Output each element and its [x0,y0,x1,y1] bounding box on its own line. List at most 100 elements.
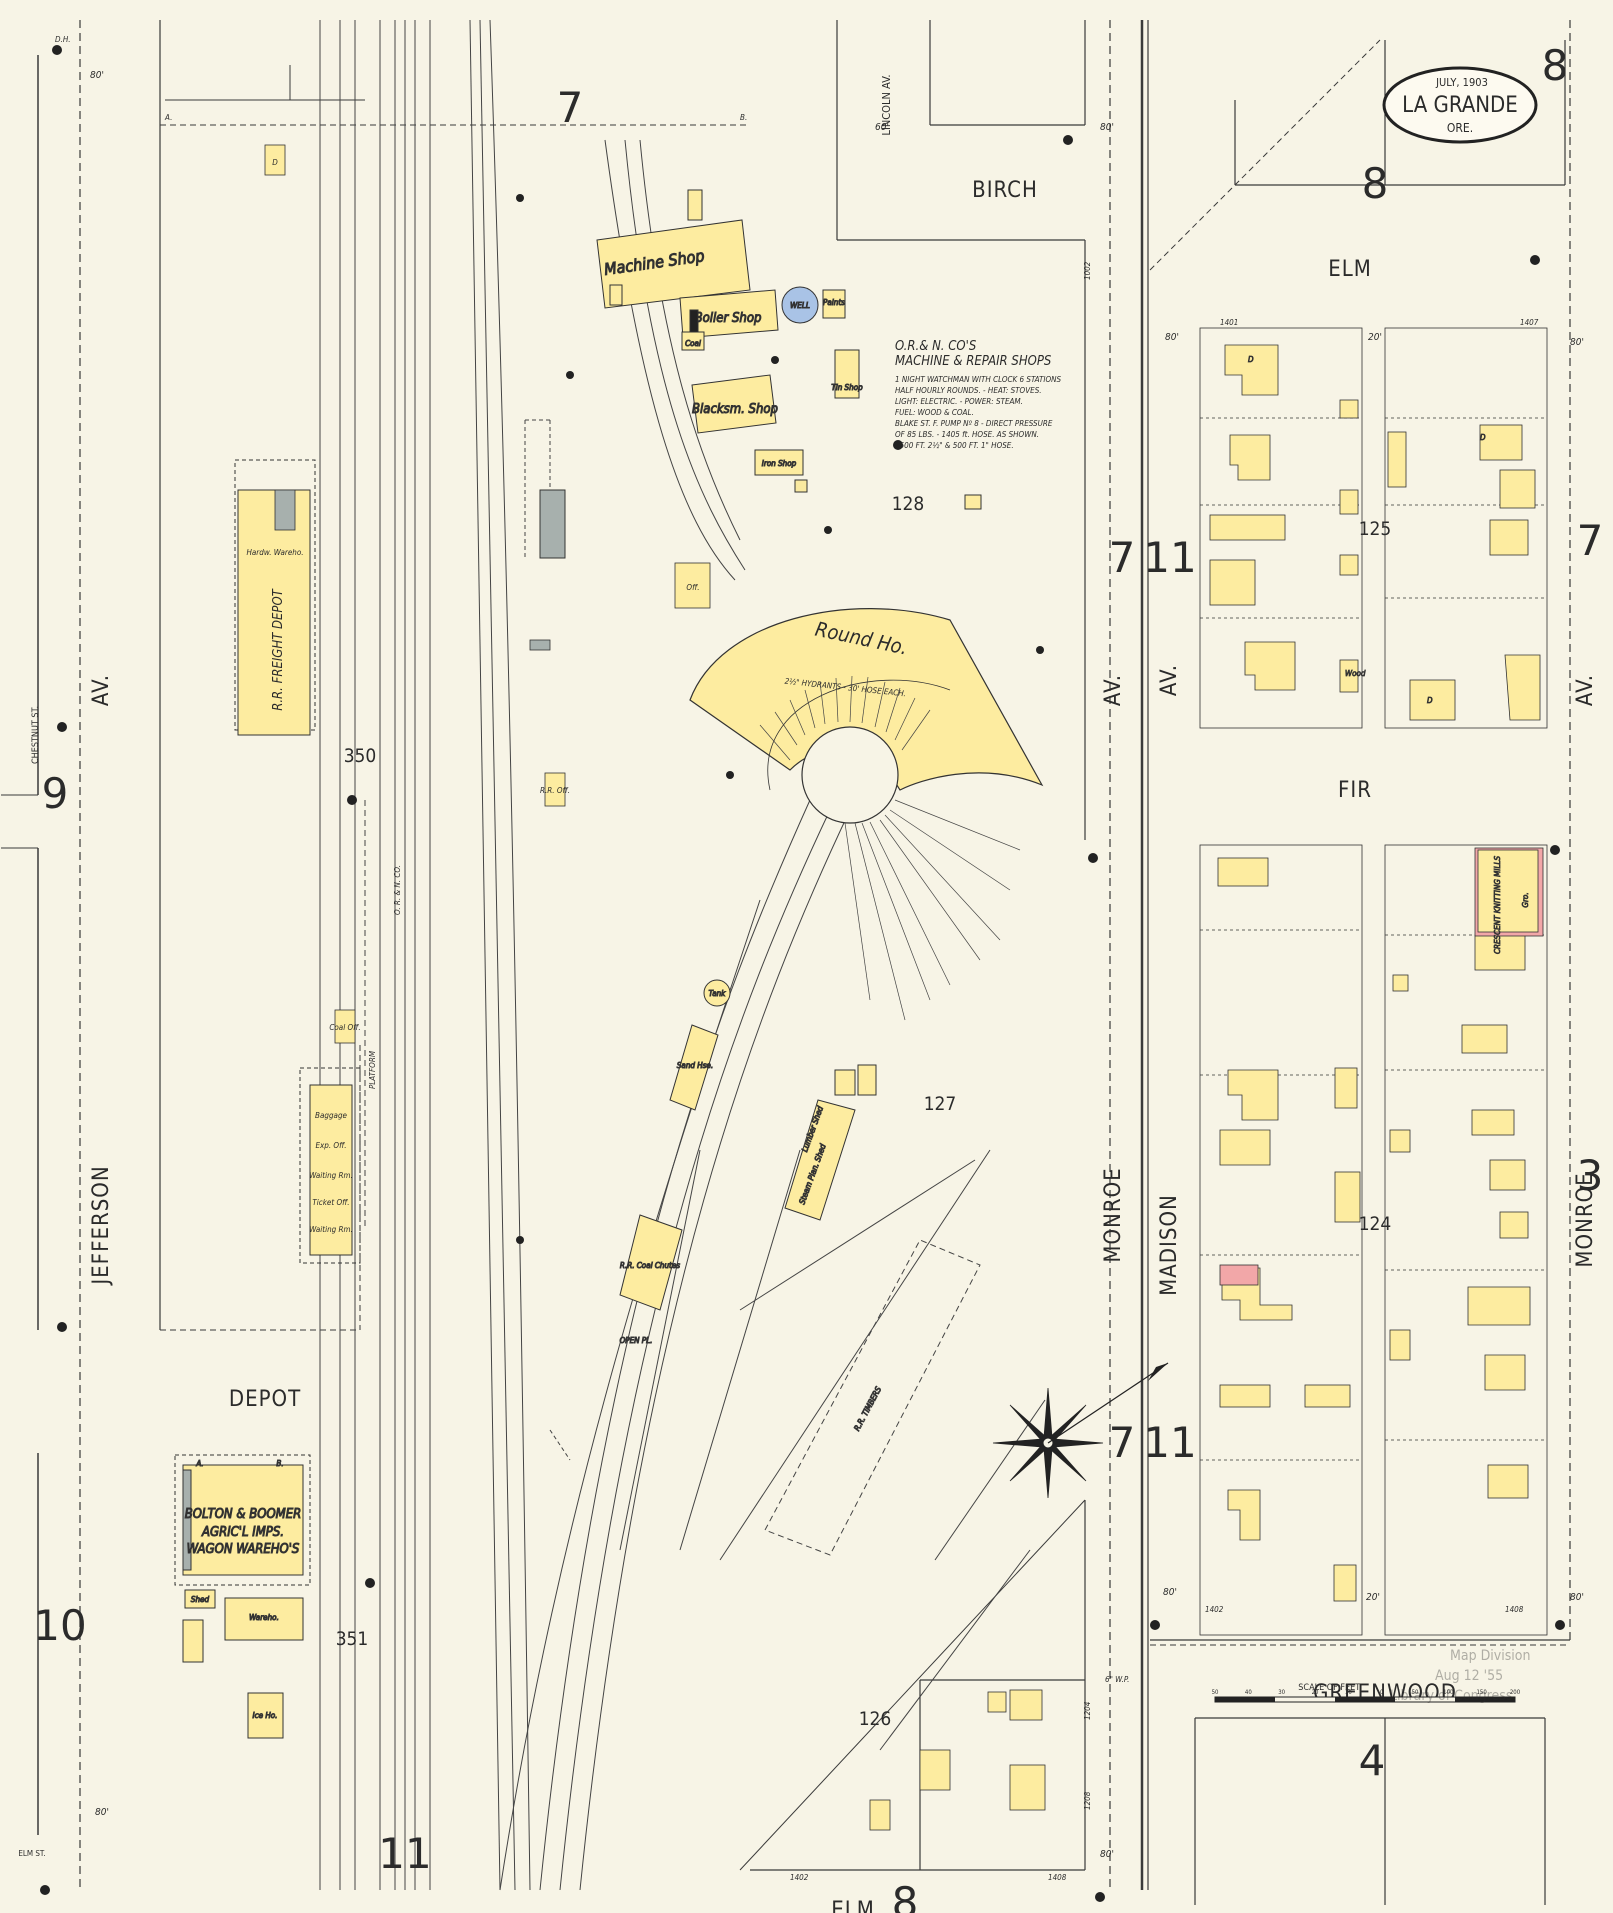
ticket-off-label: Ticket Off. [312,1198,349,1207]
adjoining-sheet-mid-upper-b: 11 [1143,533,1196,582]
lumber-annex [857,1064,877,1096]
paint-shop-label: Paints [823,298,845,307]
boiler-stack-icon [689,309,699,333]
hydrant-icon [1088,853,1098,863]
address-label: 1402 [1205,1605,1224,1614]
waiting-room-label: Waiting Rm. [309,1171,353,1180]
hydrant-icon [1555,1620,1565,1630]
shed-label: Shed [191,1595,210,1604]
exp-off-label: Exp. Off. [315,1141,346,1150]
street-jefferson-av: AV. [89,674,114,706]
scale-tick-label: 30 [1278,1689,1285,1696]
street-monroe-right-av: AV. [1573,674,1598,706]
small-outbuilding-2 [964,494,982,510]
machine-shop-complex: Machine Shop Boiler Shop Coal WELL Paint… [596,189,982,510]
iron-shop-label: Iron Shop [762,459,797,468]
platform-label: PLATFORM [368,1050,377,1089]
stone-shed [529,639,551,651]
street-lines [1,20,1571,1905]
scale-tick-label: 50 [1412,1689,1419,1696]
company-note-line-7: 1500 FT. 2½" & 500 FT. 1" HOSE. [895,441,1014,450]
yard-office [674,562,711,609]
address-label: 1402 [790,1873,809,1882]
rr-office [544,772,566,807]
lumber-office [834,1069,856,1096]
bolton-annex [182,1619,204,1663]
freight-depot-stone-section [274,489,296,531]
water-main-label: 6" W.P. [1105,1675,1129,1684]
turntable [801,726,899,824]
company-note-line-6: OF 85 LBS. - 1405 ft. HOSE. AS SHOWN. [895,430,1039,439]
stamp-line-2: Aug 12 '55 [1435,1668,1503,1684]
street-birch: BIRCH [972,178,1038,203]
b-mark-top: B. [740,113,747,122]
hydrant-icon [1036,646,1044,654]
machine-shop-annex [609,284,623,306]
hydrant-icon [1063,135,1073,145]
block-126-buildings [869,1689,1046,1831]
knitting-mills-label: CRESCENT KNITTING MILLS [1493,856,1502,955]
residential-block-125: D D D Wood [1199,327,1548,729]
scale-tick-label: 50 [1212,1689,1219,1696]
map-city: LA GRANDE [1402,93,1518,118]
open-platform-label: OPEN PL. [620,1336,653,1345]
adjoining-sheet-mid-lower-b: 11 [1143,1418,1196,1467]
shed-building [184,1589,216,1609]
hydrant-icon [365,1578,375,1588]
street-monroe-av: AV. [1101,674,1126,706]
block-128: 128 [892,493,925,515]
water-well-icon [781,286,819,324]
lumber-shed-building [784,1099,856,1221]
scale-tick-label: 0 [1380,1689,1384,1696]
width-label: 80' [1570,1592,1584,1603]
distance-labels: D.H. 80' 60' 80' 80' 20' 80' 80' 20' 80'… [55,35,1584,1882]
well-label: WELL [790,301,810,310]
block-350: 350 [344,745,377,767]
hydrant-icon [771,356,779,364]
passenger-depot: Baggage Exp. Off. Waiting Rm. Ticket Off… [299,562,711,1264]
scale-tick-label: 200 [1510,1689,1521,1696]
hydrant-icon [1150,1620,1160,1630]
b-mark-lower: B. [276,1459,283,1468]
street-monroe-right: MONROE [1573,1172,1598,1267]
dh-label: D.H. [55,35,71,44]
title-cartouche [1382,66,1538,144]
address-label: 1407 [1520,318,1539,327]
street-monroe: MONROE [1101,1167,1126,1262]
blacksmith-shop-label: Blacksm. Shop [692,402,778,417]
company-note-line-4: FUEL: WOOD & COAL. [895,408,974,417]
address-label: 1408 [1505,1605,1524,1614]
compass-rose [992,1362,1169,1499]
address-label: 1401 [1220,318,1238,327]
hydrant-icon [52,45,62,55]
freight-depot: R.R. FREIGHT DEPOT Hardw. Wareho. [234,459,316,736]
hydrant-markers [40,45,1565,1902]
water-tank-label: Tank [709,989,727,998]
sheet-number: 8 [1542,41,1569,90]
block-124: 124 [1359,1213,1392,1235]
coal-shed [681,331,705,351]
scale-tick-label: 100 [1443,1689,1454,1696]
track-owner-label: O. R. & N. CO. [393,865,402,915]
wareho-label: Wareho. [249,1613,279,1622]
map-date: JULY, 1903 [1435,76,1488,89]
width-label: 60' [875,122,889,133]
adjoining-sheet-right-bottom: 4 [1359,1736,1386,1785]
hydrant-icon [824,526,832,534]
width-label: 80' [95,1807,109,1818]
adjoining-sheet-right-top: 7 [1577,516,1604,565]
adjoining-sheet-left-top: 9 [42,769,69,818]
adjoining-sheet-birch: 8 [1362,159,1389,208]
ice-house-building [247,1692,284,1739]
machine-shop-stack [687,189,703,221]
address-label: 1208 [1083,1791,1092,1810]
scale-label: SCALE OF FEET. [1298,1683,1361,1693]
iron-shop-building [754,449,804,476]
company-note-line-1: 1 NIGHT WATCHMAN WITH CLOCK 6 STATIONS [895,375,1062,384]
street-elm-st: ELM ST. [18,1849,45,1858]
address-label: 1204 [1083,1701,1092,1720]
company-note-line-2: HALF HOURLY ROUNDS. - HEAT: STOVES. [895,386,1042,395]
freight-depot-building [237,489,311,736]
tin-shop-label: Tin Shop [831,383,863,392]
bolton-boomer-block: BOLTON & BOOMER AGRIC'L IMPS. WAGON WARE… [174,1454,311,1739]
